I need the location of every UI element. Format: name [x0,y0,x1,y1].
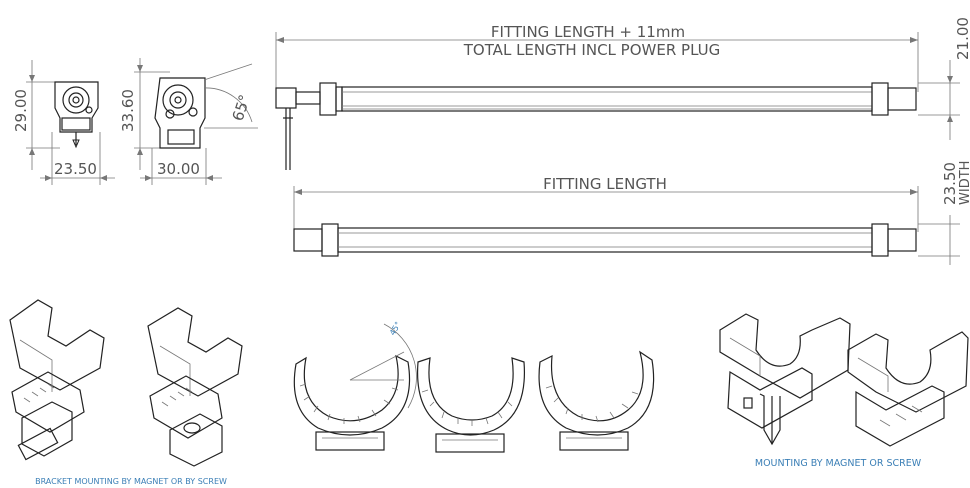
tube-fitting-drawing: FITTING LENGTH 23.50 WIDTH [293,161,970,265]
angle-65-label: 65° [229,92,254,123]
clip1-height-label: 29.00 [12,89,30,132]
mount-iso-with-screw [719,313,851,446]
clip-upright [416,357,526,453]
left-end-cap [319,82,337,116]
fitting-length-plus-label: FITTING LENGTH + 11mm [491,23,685,41]
total-length-label: TOTAL LENGTH INCL POWER PLUG [463,41,721,59]
clip2-height-label: 33.60 [119,89,137,132]
bracket-iso-with-magnet [9,299,105,461]
clip-end-view-large: 33.60 30.00 65° [119,58,258,185]
rotation-45-label: 45° [388,320,403,337]
clip-end-view-small: 29.00 23.50 [12,60,115,185]
height-21-label: 21.00 [954,17,970,60]
clip-rotated-45: 45° [293,320,417,451]
clip2-width-label: 30.00 [157,160,200,178]
right-end-cap [871,82,889,116]
clip-rotated-opposite [538,350,655,451]
width-value-label: 23.50 [941,162,959,205]
fitting-length-label: FITTING LENGTH [543,175,667,193]
width-word-label: WIDTH [958,161,970,205]
tube-with-plug-drawing: FITTING LENGTH + 11mm TOTAL LENGTH INCL … [275,17,970,170]
bracket-iso-with-screw [147,307,243,467]
mounting-caption: MOUNTING BY MAGNET OR SCREW [755,458,922,469]
power-plug [275,87,321,170]
tube-body [341,86,873,112]
bracket-caption: BRACKET MOUNTING BY MAGNET OR BY SCREW [35,477,227,486]
mount-iso-with-magnet [847,331,969,447]
clip1-width-label: 23.50 [54,160,97,178]
